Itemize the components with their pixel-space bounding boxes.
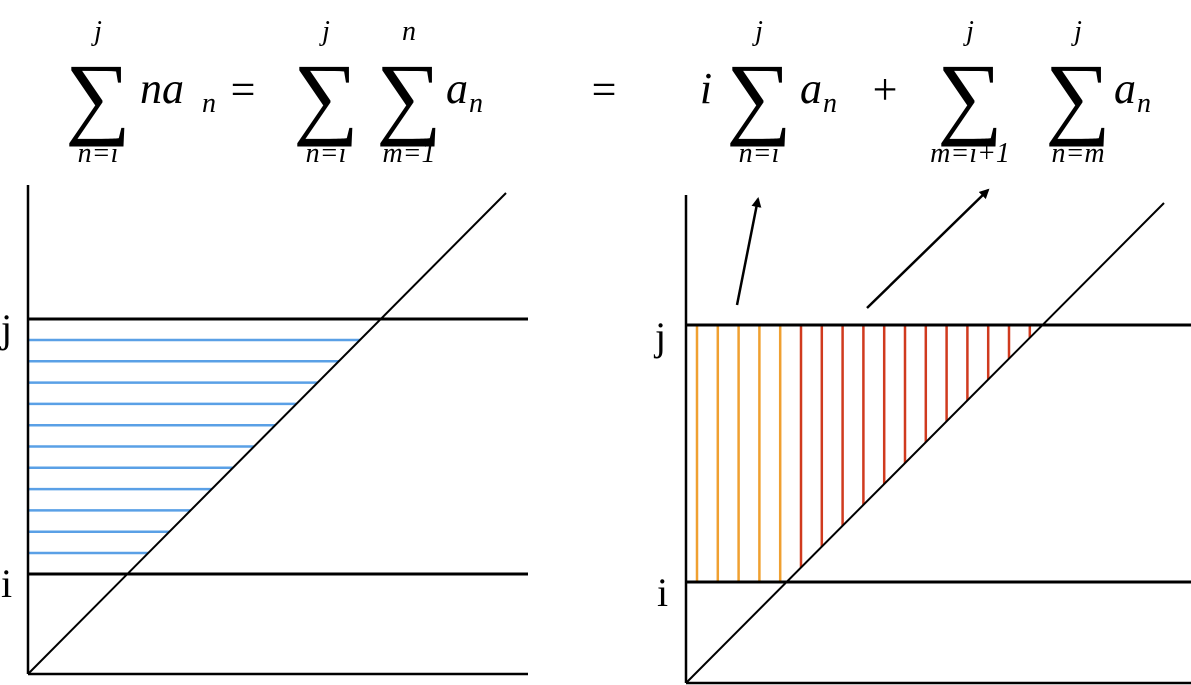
left-diagonal-line xyxy=(27,192,507,675)
right-diagonal-line xyxy=(685,202,1165,684)
lhs-upper-limit: j xyxy=(91,16,102,47)
right-hatch-lines xyxy=(695,325,1032,582)
double-sum-outer-sigma: ∑ xyxy=(293,45,359,147)
arrow-to-first-term xyxy=(735,197,762,306)
first-term-summand: a xyxy=(800,64,822,113)
equation: j ∑ n=i na n = j ∑ n=i n ∑ m=1 a n = i j… xyxy=(65,16,1151,169)
lhs-summand-subscript: n xyxy=(202,88,216,119)
double-sum-inner-sigma: ∑ xyxy=(376,45,442,147)
double-sum-outer-lower: n=i xyxy=(306,138,347,169)
first-term-summand-subscript: n xyxy=(823,88,837,119)
equals-sign-2: = xyxy=(592,65,617,114)
first-term-coefficient: i xyxy=(700,64,712,113)
double-sum-outer-upper: j xyxy=(319,16,330,47)
second-term-outer-upper: j xyxy=(963,16,974,47)
double-sum-summand: a xyxy=(446,64,468,113)
first-term-lower-limit: n=i xyxy=(739,138,780,169)
arrow-to-second-term xyxy=(866,188,990,309)
double-sum-inner-lower: m=1 xyxy=(382,138,435,169)
lhs-lower-limit: n=i xyxy=(78,138,119,169)
plus-sign: + xyxy=(873,65,898,114)
right-diagram: j i xyxy=(653,195,1191,685)
lhs-sum: j ∑ n=i na n xyxy=(65,16,216,169)
second-term-inner-sigma: ∑ xyxy=(1045,45,1111,147)
double-sum-summand-subscript: n xyxy=(469,88,483,119)
second-term-inner-lower: n=m xyxy=(1051,138,1104,169)
second-term-inner-upper: j xyxy=(1071,16,1082,47)
left-diagram: j i xyxy=(0,185,528,676)
equals-sign-1: = xyxy=(231,65,256,114)
first-term: i j ∑ n=i a n xyxy=(700,16,837,169)
left-hatch-lines xyxy=(28,338,360,555)
second-term-outer-lower: m=i+1 xyxy=(930,138,1010,169)
lhs-summand: na xyxy=(140,64,184,113)
right-i-label: i xyxy=(657,570,668,615)
double-sum: j ∑ n=i n ∑ m=1 a n xyxy=(293,16,483,169)
right-j-label: j xyxy=(653,314,666,359)
first-term-upper-limit: j xyxy=(752,16,763,47)
second-term-outer-sigma: ∑ xyxy=(937,45,1003,147)
double-sum-inner-upper: n xyxy=(402,16,416,47)
left-i-label: i xyxy=(1,561,12,606)
second-term: j ∑ m=i+1 j ∑ n=m a n xyxy=(930,16,1151,169)
lhs-sigma: ∑ xyxy=(65,45,131,147)
second-term-summand-subscript: n xyxy=(1137,88,1151,119)
second-term-summand: a xyxy=(1114,64,1136,113)
first-term-sigma: ∑ xyxy=(726,45,792,147)
left-j-label: j xyxy=(0,306,12,351)
